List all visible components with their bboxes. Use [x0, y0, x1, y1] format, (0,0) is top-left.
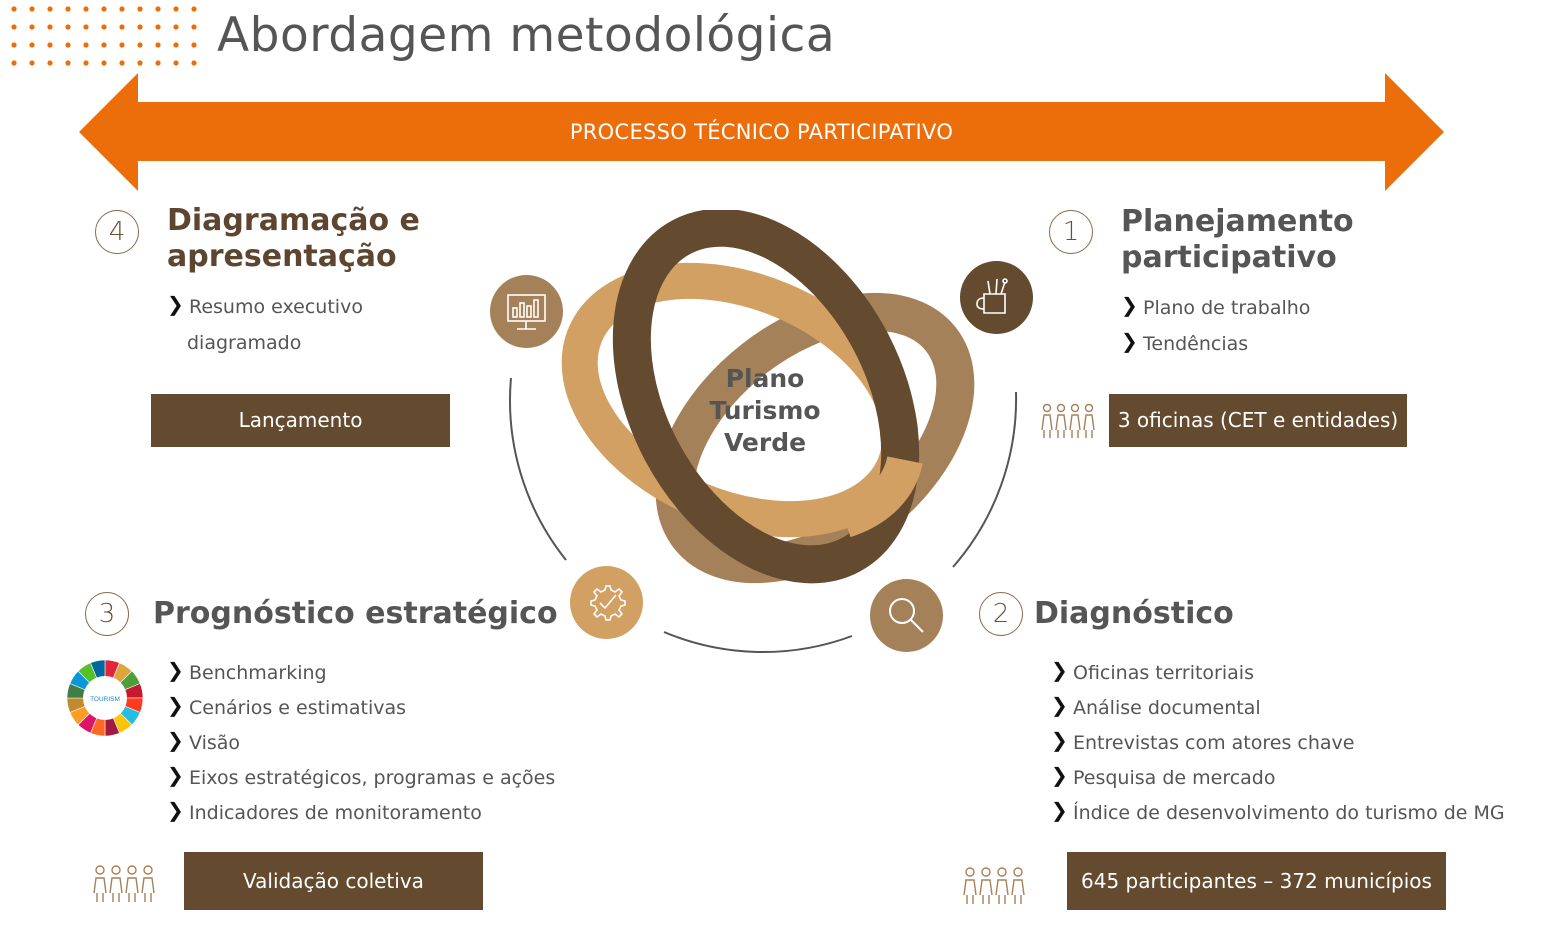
- list-item: Benchmarking: [167, 653, 555, 691]
- stage3-number: 3: [85, 592, 129, 636]
- stage1-title: Planejamento participativo: [1121, 204, 1354, 276]
- list-item: Oficinas territoriais: [1051, 653, 1505, 691]
- stage3-icon-circle: [570, 566, 643, 639]
- stage3-bullet-list: Benchmarking Cenários e estimativas Visã…: [167, 653, 555, 831]
- stage3-title: Prognóstico estratégico: [153, 596, 558, 631]
- stage2-number: 2: [979, 592, 1023, 636]
- list-item: Resumo executivo: [167, 286, 363, 325]
- stage4-number: 4: [95, 210, 139, 254]
- stage3-result-box: Validação coletiva: [184, 852, 483, 910]
- stage4-icon-circle: [490, 275, 563, 348]
- central-cycle-diagram: [509, 210, 1018, 654]
- sdg-wheel-icon: TOURISM: [67, 660, 143, 736]
- stage2-title: Diagnóstico: [1034, 596, 1234, 631]
- list-item: Entrevistas com atores chave: [1051, 723, 1505, 761]
- list-item: Plano de trabalho: [1121, 287, 1310, 326]
- stage1-number: 1: [1049, 210, 1093, 254]
- center-label-line: Verde: [723, 428, 807, 457]
- stage1-title-line: participativo: [1121, 240, 1337, 275]
- stage4-title-line: apresentação: [167, 239, 397, 274]
- stage1-title-line: Planejamento: [1121, 204, 1354, 239]
- list-item: Pesquisa de mercado: [1051, 758, 1505, 796]
- stage4-bullet-list: Resumo executivo diagramado: [167, 286, 363, 361]
- people-group-icon: [93, 865, 155, 902]
- stage1-icon-circle: [960, 261, 1033, 334]
- stage4-title: Diagramação e apresentação: [167, 203, 420, 275]
- people-group-icon: [1041, 403, 1095, 438]
- stage2-bullet-list: Oficinas territoriais Análise documental…: [1051, 653, 1505, 831]
- list-item: Tendências: [1121, 323, 1310, 362]
- decorative-dot-grid: [11, 6, 197, 66]
- list-item: Cenários e estimativas: [167, 688, 555, 726]
- process-double-arrow: [79, 73, 1444, 191]
- sdg-wheel-label: TOURISM: [90, 696, 120, 703]
- center-label-line: Turismo: [709, 396, 821, 425]
- center-label: Plano Turismo Verde: [695, 363, 835, 459]
- list-item: Visão: [167, 723, 555, 761]
- magnifier-icon: [889, 598, 924, 633]
- list-item: Análise documental: [1051, 688, 1505, 726]
- stage4-result-box: Lançamento: [151, 394, 450, 447]
- cup-with-tools-icon: [976, 278, 1008, 314]
- stage2-result-box: 645 participantes – 372 municípios: [1067, 852, 1446, 910]
- monitor-chart-icon: [507, 294, 546, 330]
- gear-check-icon: [590, 585, 626, 621]
- list-item: Índice de desenvolvimento do turismo de …: [1051, 793, 1505, 831]
- list-item: Indicadores de monitoramento: [167, 793, 555, 831]
- list-item: diagramado: [187, 332, 302, 354]
- stage2-icon-circle: [870, 579, 943, 652]
- stage4-title-line: Diagramação e: [167, 203, 420, 238]
- list-item: Eixos estratégicos, programas e ações: [167, 758, 555, 796]
- people-group-icon: [963, 867, 1025, 904]
- process-banner-label: PROCESSO TÉCNICO PARTICIPATIVO: [569, 120, 954, 144]
- page-title: Abordagem metodológica: [217, 8, 836, 63]
- center-label-line: Plano: [725, 364, 805, 393]
- cycle-outer-arcs: [509, 377, 1018, 654]
- stage1-result-box: 3 oficinas (CET e entidades): [1109, 394, 1407, 447]
- stage1-bullet-list: Plano de trabalho Tendências: [1121, 287, 1310, 362]
